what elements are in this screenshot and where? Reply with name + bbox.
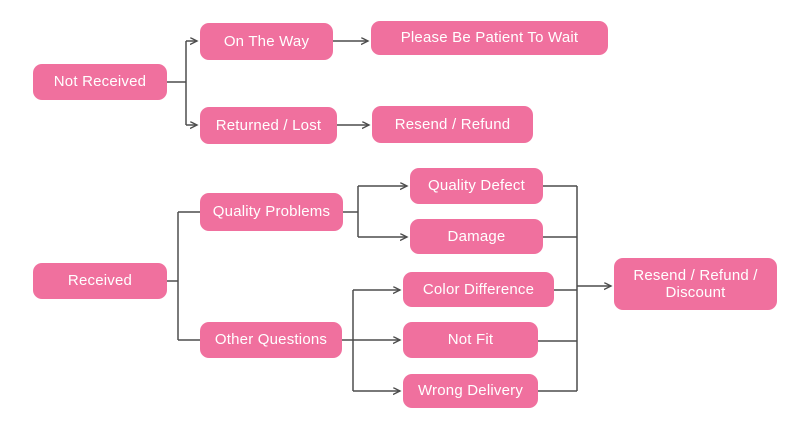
node-damage: Damage <box>410 219 543 254</box>
node-returned-lost: Returned / Lost <box>200 107 337 144</box>
node-not-fit: Not Fit <box>403 322 538 358</box>
node-resend-refund-discount: Resend / Refund / Discount <box>614 258 777 310</box>
node-quality-problems: Quality Problems <box>200 193 343 231</box>
node-resend-refund: Resend / Refund <box>372 106 533 143</box>
node-not-received: Not Received <box>33 64 167 100</box>
node-on-the-way: On The Way <box>200 23 333 60</box>
node-other-questions: Other Questions <box>200 322 342 358</box>
node-color-difference: Color Difference <box>403 272 554 307</box>
node-please-be-patient-to-wait: Please Be Patient To Wait <box>371 21 608 55</box>
node-quality-defect: Quality Defect <box>410 168 543 204</box>
node-wrong-delivery: Wrong Delivery <box>403 374 538 408</box>
node-received: Received <box>33 263 167 299</box>
